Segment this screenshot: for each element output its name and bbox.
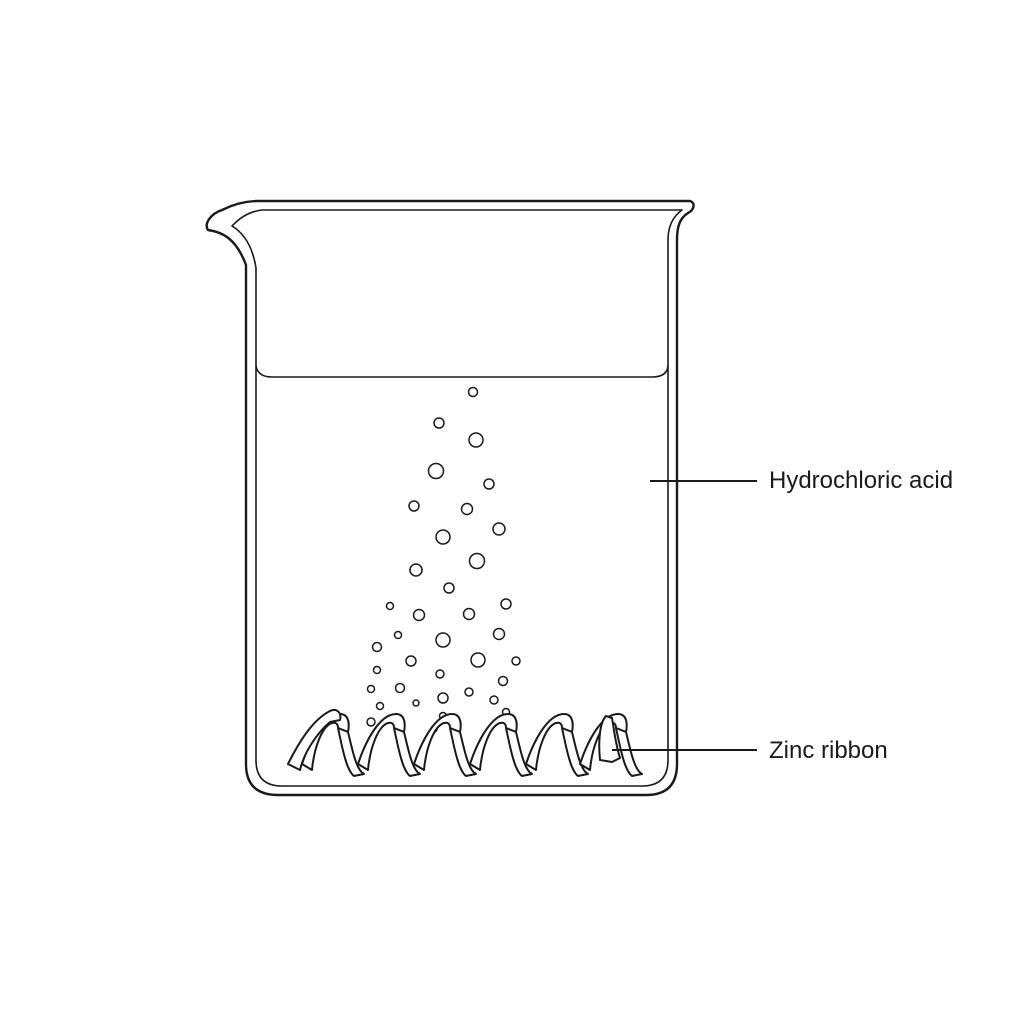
gas-bubble [435, 632, 451, 648]
gas-bubble [500, 598, 512, 610]
gas-bubble [412, 608, 426, 622]
gas-bubble [375, 701, 385, 711]
ribbon-loop-front [505, 727, 533, 777]
gas-bubble [492, 627, 506, 641]
gas-bubble [467, 386, 479, 398]
gas-bubble [497, 675, 509, 687]
gas-bubble [468, 432, 484, 448]
zinc-ribbon-label: Zinc ribbon [769, 737, 888, 764]
gas-bubble [394, 682, 406, 694]
gas-bubble [443, 582, 455, 594]
gas-bubble [433, 417, 445, 429]
gas-bubble [385, 601, 395, 611]
gas-bubble [408, 500, 420, 512]
ribbon-loop-front [337, 727, 365, 777]
gas-bubble [371, 641, 383, 653]
gas-bubble [372, 665, 382, 675]
gas-bubble [366, 717, 376, 727]
ribbon-loop-front [393, 727, 421, 777]
hydrochloric-acid-label: Hydrochloric acid [769, 467, 954, 494]
gas-bubble [437, 692, 449, 704]
gas-bubble [483, 478, 495, 490]
gas-bubble [427, 462, 445, 480]
gas-bubble [489, 695, 499, 705]
gas-bubble [405, 655, 417, 667]
gas-bubble [464, 687, 474, 697]
ribbon-loop-front [615, 727, 643, 777]
gas-bubble [366, 684, 376, 694]
gas-bubble [468, 552, 486, 570]
ribbon-loop-front [561, 727, 589, 777]
gas-bubble [409, 563, 423, 577]
beaker-outer-wall [205, 199, 695, 797]
gas-bubble [470, 652, 486, 668]
liquid-surface [255, 365, 669, 378]
gas-bubble [435, 669, 445, 679]
gas-bubbles [366, 386, 521, 733]
gas-bubble [393, 630, 403, 640]
gas-bubble [492, 522, 506, 536]
gas-bubble [412, 699, 420, 707]
gas-bubble [435, 529, 451, 545]
gas-bubble [511, 656, 521, 666]
beaker-inner-wall [231, 209, 683, 787]
ribbon-left-end [287, 709, 342, 771]
ribbon-loop-front [449, 727, 477, 777]
gas-bubble [460, 502, 474, 516]
gas-bubble [462, 607, 476, 621]
zinc-ribbon [287, 709, 643, 777]
